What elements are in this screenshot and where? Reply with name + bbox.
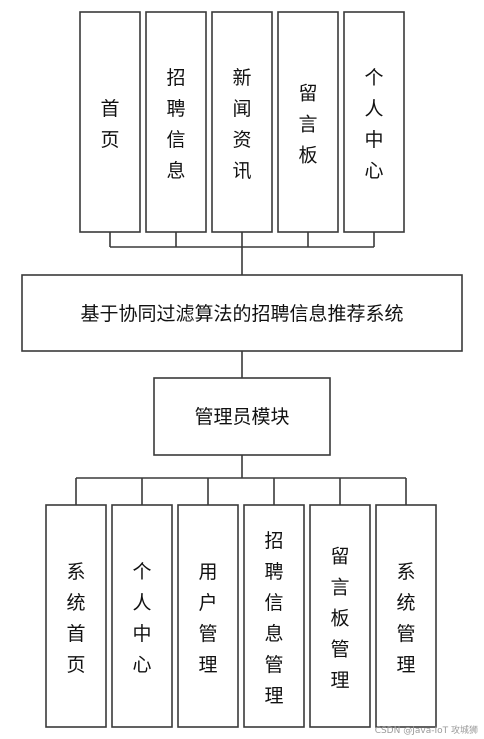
admin-module-label: 管理员模块: [194, 406, 289, 428]
top-module-label-3: 留言板: [298, 83, 317, 167]
admin-box-system-mgmt: [375, 504, 437, 728]
admin-box-jobs-mgmt: [243, 504, 305, 728]
top-module-label-4: 个人中心: [364, 67, 383, 182]
admin-box-profile: [111, 504, 173, 728]
admin-module-boxes: [45, 504, 437, 728]
admin-module-label-2: 用户管理: [198, 561, 217, 676]
bottom-connectors: [75, 477, 407, 505]
admin-box-messages-mgmt: [309, 504, 371, 728]
admin-module-label-0: 系统首页: [66, 561, 85, 676]
watermark: CSDN @Java-IoT 攻城狮: [375, 724, 478, 736]
top-connectors: [109, 232, 375, 275]
admin-module-box: [153, 377, 331, 456]
admin-module-labels: 系统首页 个人中心 用户管理 招聘信息管理 留言板管理 系统管理: [66, 530, 415, 707]
top-module-label-2: 新闻资讯: [232, 67, 251, 182]
system-title: 基于协同过滤算法的招聘信息推荐系统: [80, 303, 403, 325]
top-module-label-0: 首页: [100, 98, 119, 151]
top-module-box-news: [211, 11, 273, 233]
top-module-label-1: 招聘信息: [166, 67, 185, 182]
admin-module-label-4: 留言板管理: [330, 546, 349, 692]
admin-box-system-home: [45, 504, 107, 728]
admin-module-label-1: 个人中心: [132, 561, 151, 676]
top-module-box-home: [79, 11, 141, 233]
top-module-labels: 首页 招聘信息 新闻资讯 留言板 个人中心: [100, 67, 383, 182]
admin-module-label-5: 系统管理: [396, 561, 415, 676]
admin-module-label-3: 招聘信息管理: [264, 530, 283, 707]
system-title-box: [21, 274, 463, 352]
top-module-box-messages: [277, 11, 339, 233]
top-module-box-profile: [343, 11, 405, 233]
top-module-boxes: [79, 11, 405, 233]
top-module-box-jobs: [145, 11, 207, 233]
admin-box-user-mgmt: [177, 504, 239, 728]
